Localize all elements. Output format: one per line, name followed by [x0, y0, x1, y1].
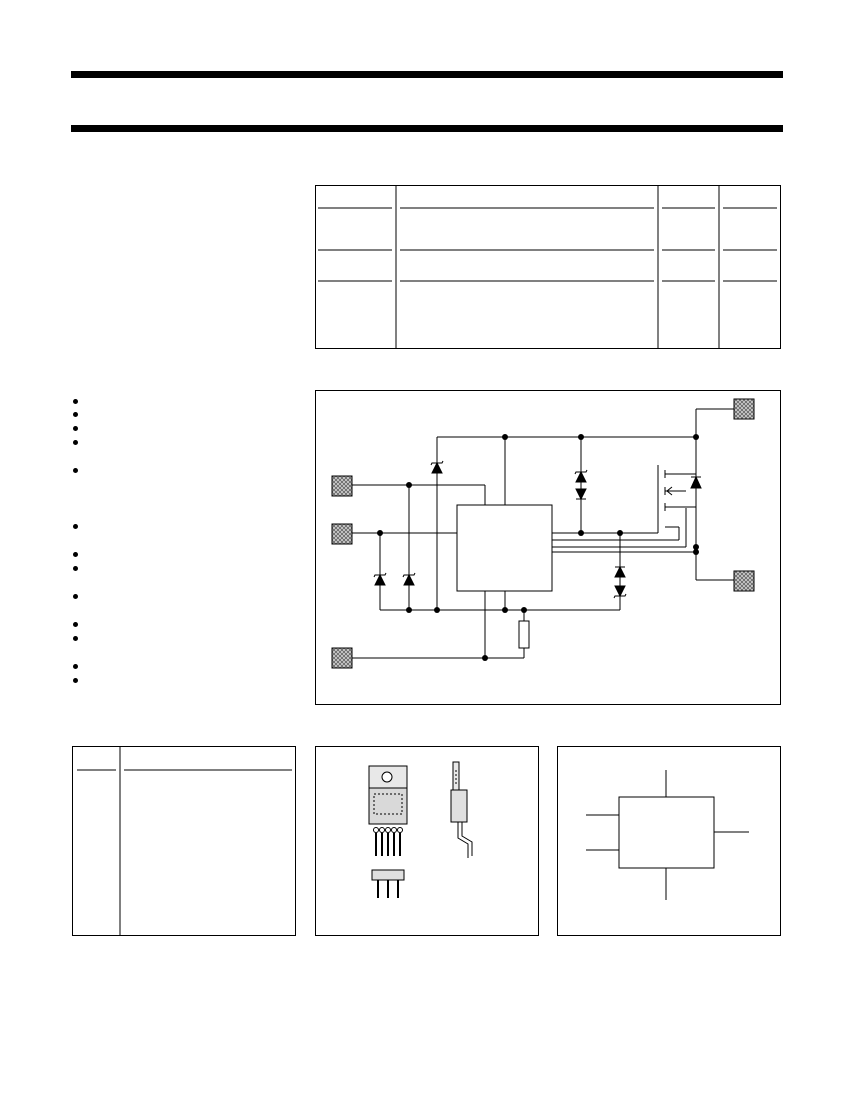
zener-diode-icon: [374, 573, 386, 586]
list-item: [73, 524, 78, 529]
list-item: [73, 594, 78, 599]
terminal-pad-icon: [331, 523, 353, 545]
pinning-grid: [77, 747, 292, 935]
list-item: [73, 468, 78, 473]
list-item: [73, 399, 78, 404]
junction-dots: [377, 434, 699, 661]
functional-diagram-frame: [315, 390, 781, 705]
diodes: [373, 460, 702, 599]
terminal-pad-icon: [331, 647, 353, 669]
quick-reference-grid: [318, 186, 777, 348]
device-symbol: [586, 770, 749, 900]
list-item: [73, 440, 78, 445]
zener-diode-icon: [575, 470, 587, 483]
list-item: [73, 566, 78, 571]
header-rule-top: [71, 71, 783, 78]
zener-diode-icon: [614, 585, 626, 598]
package-outline-frame: [315, 746, 539, 936]
terminal-pad-icon: [733, 398, 755, 420]
list-item: [73, 678, 78, 683]
diode-icon: [575, 488, 587, 501]
zener-diode-icon: [403, 573, 415, 586]
functional-diagram: [331, 398, 755, 669]
list-item: [73, 412, 78, 417]
terminal-pad-icon: [331, 475, 353, 497]
list-item: [73, 664, 78, 669]
control-block: [456, 504, 553, 592]
quick-reference-table: [315, 185, 781, 349]
header-rule-bottom: [71, 125, 783, 132]
diode-icon: [614, 565, 626, 578]
list-item: [73, 552, 78, 557]
resistor-icon: [518, 620, 530, 649]
mosfet-icon: [657, 465, 696, 530]
symbol-frame: [557, 746, 781, 936]
list-item: [73, 622, 78, 627]
package-outline: [368, 761, 473, 898]
pinning-table: [72, 746, 296, 936]
diode-icon: [690, 475, 702, 489]
list-item: [73, 636, 78, 641]
list-item: [73, 426, 78, 431]
terminal-pad-icon: [733, 570, 755, 592]
zener-diode-icon: [431, 461, 443, 474]
